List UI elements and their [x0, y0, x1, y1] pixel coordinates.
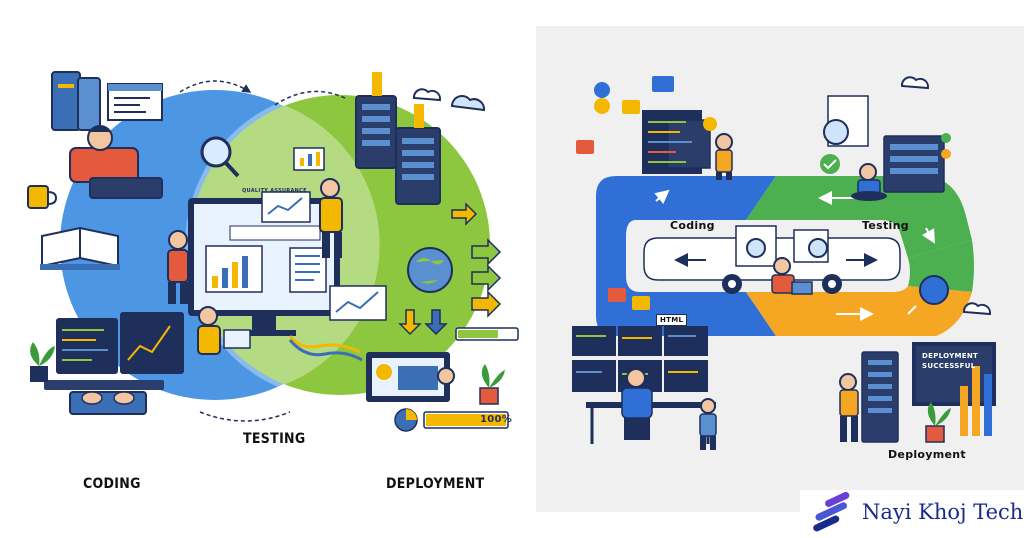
right-illustration [572, 76, 996, 450]
magnifier-icon [200, 136, 240, 178]
pie-chart-icon [394, 408, 418, 432]
coder-person-icon [69, 125, 163, 199]
stripe-logo-icon [813, 492, 850, 532]
tester-person-icon [167, 230, 189, 304]
label-deployment-right: Deployment [888, 448, 966, 461]
code-document-icon [107, 83, 163, 121]
code-editor-screens [576, 76, 717, 174]
deploy-progress-bar [423, 411, 509, 429]
deployment-screen [366, 352, 455, 402]
books-icon [51, 71, 101, 131]
label-testing-right: Testing [862, 219, 909, 232]
globe-icon [407, 247, 453, 293]
seated-person-icon [197, 306, 251, 355]
qa-screen-title: QUALITY ASSURANCE [242, 188, 307, 194]
html-tag: HTML [656, 314, 688, 326]
coffee-cup-icon [27, 185, 58, 209]
left-illustration [27, 71, 519, 432]
plant-left-icon [30, 342, 55, 382]
right-diagram: Coding Testing Deployment HTML DEPLOYMEN… [536, 26, 1024, 512]
testing-cluster-icon [820, 76, 951, 193]
center-analysis-icon [722, 225, 842, 295]
open-book-icon [40, 226, 120, 270]
label-coding-right: Coding [670, 219, 715, 232]
label-deployment: DEPLOYMENT [386, 476, 485, 492]
developer-standing-icon [715, 133, 733, 180]
brand-name: Nayi Khoj Tech [862, 500, 1024, 524]
cloud-icon [412, 88, 486, 112]
left-diagram: QUALITY ASSURANCE 100% TESTING CODING DE… [27, 71, 519, 492]
top-progress-bar [455, 327, 519, 341]
plant-right-icon [925, 402, 951, 443]
status-line-1: DEPLOYMENT [922, 352, 979, 360]
server-rack-icon [355, 72, 441, 205]
watermark: Nayi Khoj Tech [800, 490, 1024, 538]
label-testing: TESTING [243, 431, 306, 447]
label-coding: CODING [83, 476, 141, 492]
devops-loop [596, 176, 974, 336]
deployment-status-board [861, 275, 996, 443]
typing-hands-icon [69, 391, 147, 415]
tester-sitting-icon [851, 163, 887, 201]
engineer-standing-icon [839, 373, 859, 442]
seated-developer-icon [621, 368, 717, 450]
deploy-arrows-icon [398, 202, 502, 336]
plant-icon [479, 364, 505, 405]
chart-card-icon [261, 147, 387, 321]
status-line-2: SUCCESSFUL [922, 362, 976, 370]
progress-percent: 100% [480, 414, 513, 425]
developer-monitors [44, 312, 184, 390]
analyst-person-icon [319, 178, 343, 258]
